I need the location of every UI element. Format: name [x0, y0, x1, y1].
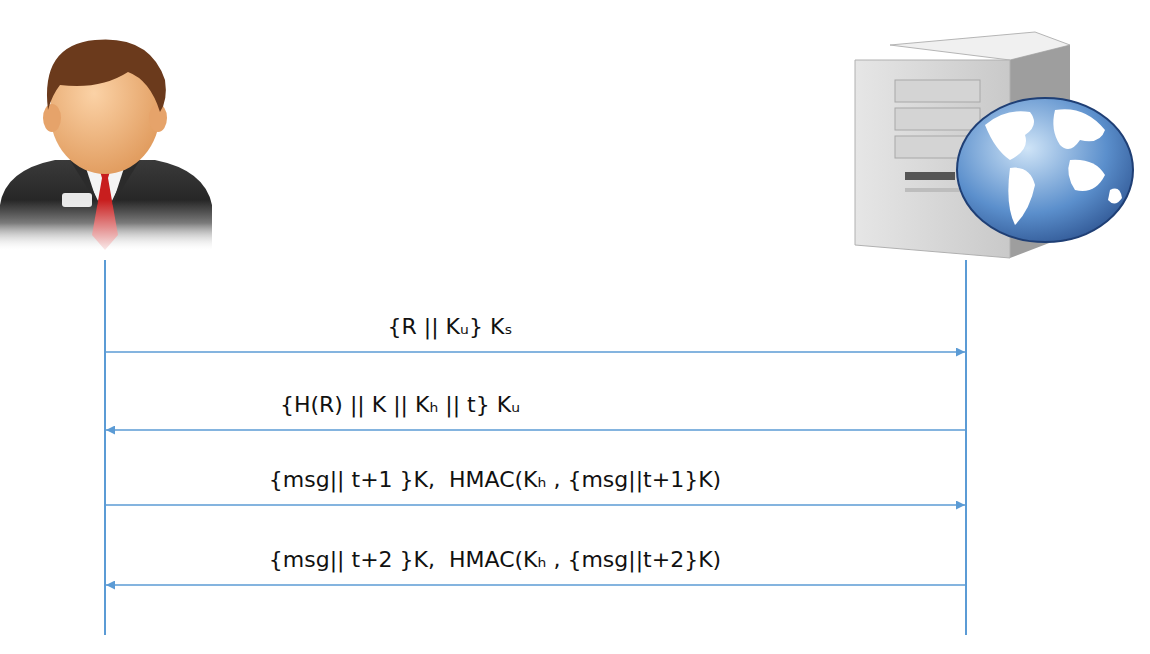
globe-icon — [957, 98, 1133, 242]
message-label: {msg|| t+2 }K, HMAC(Kₕ , {msg||t+2}K) — [266, 547, 724, 573]
message-arrow — [106, 429, 965, 431]
message-arrow — [106, 504, 965, 506]
user-icon — [0, 40, 215, 256]
user-lifeline — [104, 260, 106, 635]
message-arrow — [106, 584, 965, 586]
message-label: {msg|| t+1 }K, HMAC(Kₕ , {msg||t+1}K) — [266, 467, 724, 493]
server-lifeline — [965, 260, 967, 635]
message-arrow — [106, 351, 965, 353]
message-label: {H(R) || K || Kₕ || t} Kᵤ — [277, 392, 523, 418]
message-label: {R || Kᵤ} Kₛ — [384, 314, 515, 340]
